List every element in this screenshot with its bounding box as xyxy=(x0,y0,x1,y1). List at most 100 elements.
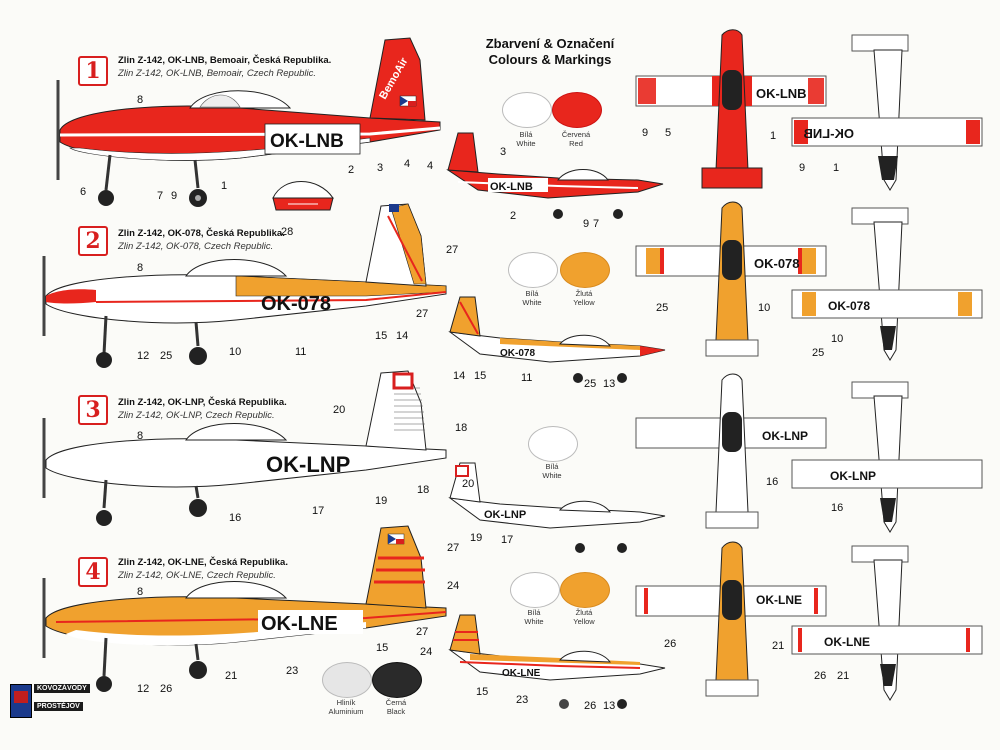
scheme-subtitle: Zlin Z-142, OK-LNP, Czech Republic. xyxy=(118,410,275,421)
side-registration-small: OK-078 xyxy=(500,348,535,359)
callout-label: 18 xyxy=(455,422,468,434)
callout-label: 3 xyxy=(377,162,384,174)
callout-label: 2 xyxy=(510,210,517,222)
color-swatch-yellow xyxy=(560,572,610,608)
callout-label: 25 xyxy=(584,378,597,390)
header-line-en: Colours & Markings xyxy=(488,52,612,67)
callout-label: 16 xyxy=(766,476,779,488)
profile-view-2: OK-078 xyxy=(42,203,447,368)
callout-label: 19 xyxy=(470,532,483,544)
callout-label: 8 xyxy=(137,430,144,442)
scheme-subtitle: Zlin Z-142, OK-LNE, Czech Republic. xyxy=(118,570,276,581)
bottom-registration: OK-LNE xyxy=(824,635,870,649)
side-registration-small: OK-LNE xyxy=(502,668,541,679)
logo-line-2: PROSTĚJOV xyxy=(34,702,83,711)
callout-label: 14 xyxy=(396,330,409,342)
callout-label: 25 xyxy=(812,347,825,359)
callout-label: 8 xyxy=(137,94,144,106)
callout-label: 4 xyxy=(427,160,434,172)
sheet-header: Zbarvení & Označení Colours & Markings xyxy=(470,36,630,68)
callout-label: 9 xyxy=(171,190,178,202)
scheme-title: Zlin Z-142, OK-LNE, Česká Republika. xyxy=(118,557,288,568)
callout-label: 8 xyxy=(137,262,144,274)
callout-label: 14 xyxy=(453,370,466,382)
profile-view-4: OK-LNE xyxy=(42,525,447,692)
header-line-cz: Zbarvení & Označení xyxy=(485,36,615,51)
callout-label: 23 xyxy=(516,694,529,706)
callout-label: 27 xyxy=(446,244,459,256)
callout-label: 12 xyxy=(137,683,150,695)
color-swatch-white xyxy=(508,252,558,288)
callout-label: 15 xyxy=(376,642,389,654)
callout-label: 5 xyxy=(665,127,672,139)
callout-label: 3 xyxy=(500,146,507,158)
callout-label: 9 xyxy=(642,127,649,139)
side-registration: OK-LNB xyxy=(270,131,344,152)
callout-label: 26 xyxy=(160,683,173,695)
callout-label: 15 xyxy=(476,686,489,698)
callout-label: 10 xyxy=(831,333,844,345)
scheme-title: Zlin Z-142, OK-078, Česká Republika. xyxy=(118,228,285,239)
side-registration-small: OK-LNP xyxy=(484,509,526,521)
callout-label: 23 xyxy=(286,665,299,677)
callout-label: 21 xyxy=(772,640,785,652)
callout-label: 8 xyxy=(137,586,144,598)
callout-label: 15 xyxy=(474,370,487,382)
callout-label: 11 xyxy=(295,346,307,358)
logo-line-1: KOVOZÁVODY xyxy=(34,684,90,693)
top-view-3: OK-LNP xyxy=(635,373,827,529)
scheme-number-badge: 2 xyxy=(78,226,108,256)
callout-label: 28 xyxy=(281,226,294,238)
callout-label: 27 xyxy=(416,308,429,320)
color-swatch-black xyxy=(372,662,422,698)
callout-label: 19 xyxy=(375,495,388,507)
callout-label: 1 xyxy=(770,130,777,142)
callout-label: 25 xyxy=(656,302,669,314)
manufacturer-logo: KOVOZÁVODY PROSTĚJOV xyxy=(10,682,90,718)
top-registration: OK-LNB xyxy=(756,86,807,101)
callout-label: 15 xyxy=(375,330,388,342)
top-registration: OK-LNP xyxy=(762,429,808,443)
callout-label: 10 xyxy=(758,302,771,314)
profile-view-3: OK-LNP xyxy=(42,370,447,526)
side-registration-small: OK-LNB xyxy=(490,181,533,193)
scheme-title: Zlin Z-142, OK-LNB, Bemoair, Česká Repub… xyxy=(118,55,332,66)
callout-label: 24 xyxy=(420,646,433,658)
side-view-3: OK-LNP xyxy=(448,462,666,553)
callout-label: 26 xyxy=(664,638,677,650)
callout-label: 21 xyxy=(225,670,238,682)
callout-label: 25 xyxy=(160,350,173,362)
color-swatch-red xyxy=(552,92,602,128)
color-swatch-white xyxy=(502,92,552,128)
color-swatch-white xyxy=(510,572,560,608)
callout-label: 18 xyxy=(417,484,430,496)
callout-label: 12 xyxy=(137,350,150,362)
bottom-view-2: OK-078 xyxy=(791,207,983,361)
callout-label: 1 xyxy=(221,180,228,192)
callout-label: 20 xyxy=(333,404,346,416)
callout-label: 27 xyxy=(447,542,460,554)
bottom-registration: OK-LNP xyxy=(830,469,876,483)
callout-label: 13 xyxy=(603,700,616,712)
callout-label: 24 xyxy=(447,580,460,592)
scheme-subtitle: Zlin Z-142, OK-078, Czech Republic. xyxy=(118,241,274,252)
scheme-number-badge: 4 xyxy=(78,557,108,587)
top-registration: OK-078 xyxy=(754,256,800,271)
cockpit-detail xyxy=(272,181,334,211)
callout-label: 2 xyxy=(348,164,355,176)
bottom-view-4: OK-LNE xyxy=(791,545,983,701)
callout-label: 6 xyxy=(80,186,87,198)
callout-label: 16 xyxy=(229,512,242,524)
scheme-number-badge: 3 xyxy=(78,395,108,425)
callout-label: 21 xyxy=(837,670,850,682)
color-swatch-aluminium xyxy=(322,662,372,698)
callout-label: 13 xyxy=(603,378,616,390)
bottom-registration: OK-LNB xyxy=(803,126,854,141)
